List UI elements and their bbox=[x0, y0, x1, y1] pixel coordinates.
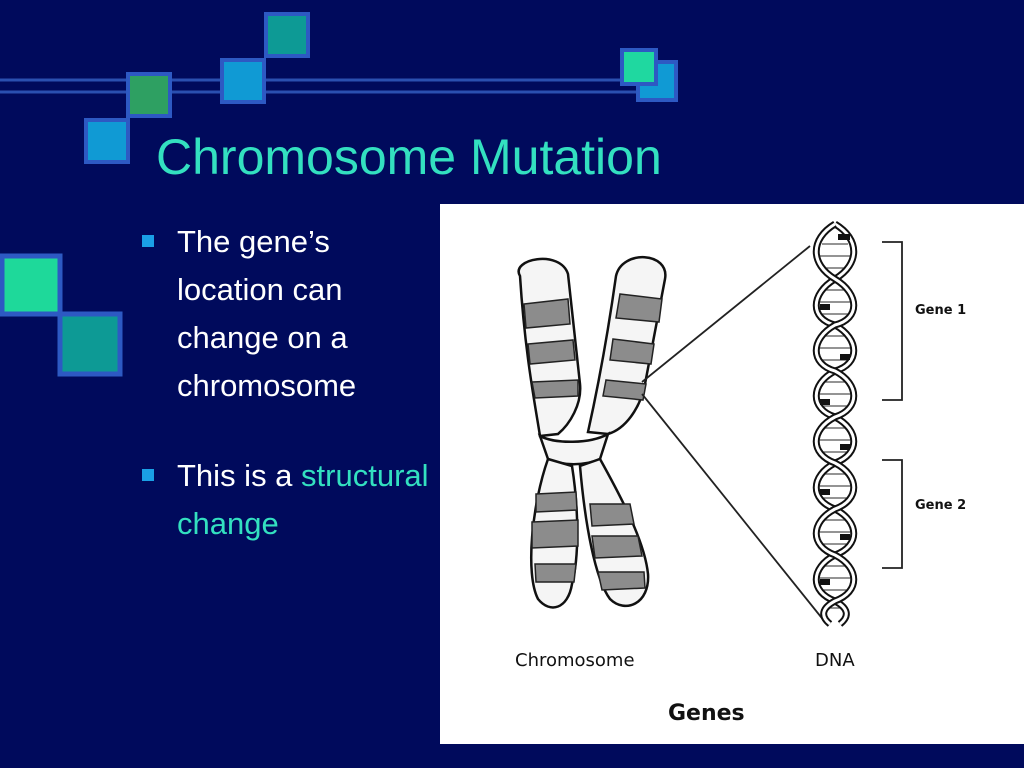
bullet-text-highlight: structural change bbox=[177, 458, 429, 541]
deco-square bbox=[84, 118, 130, 164]
deco-square bbox=[220, 58, 266, 104]
deco-square bbox=[57, 311, 123, 377]
deco-square bbox=[0, 253, 63, 317]
gene-2-label: Gene 2 bbox=[915, 498, 966, 513]
gene-2-bracket bbox=[882, 459, 903, 569]
chromosome-bands bbox=[523, 293, 663, 591]
deco-lines bbox=[0, 78, 640, 94]
slide-title: Chromosome Mutation bbox=[156, 129, 662, 185]
bullet-item: The gene’s location can change on a chro… bbox=[140, 218, 430, 410]
dna-dark-segments bbox=[820, 234, 850, 585]
bullet-square-icon bbox=[142, 469, 154, 481]
figure-caption: Genes bbox=[668, 701, 745, 726]
gene-1-bracket bbox=[882, 241, 903, 401]
dna-helix bbox=[812, 221, 858, 627]
chromosome-label: Chromosome bbox=[515, 650, 635, 671]
bullet-text: The gene’s location can change on a chro… bbox=[177, 224, 356, 403]
chromosome-dna-diagram: Gene 1 Gene 2 Chromosome DNA Genes bbox=[515, 221, 966, 726]
bullet-square-icon bbox=[142, 235, 154, 247]
bullet-item: This is a structural change bbox=[140, 452, 430, 548]
bullet-text: This is a structural change bbox=[177, 458, 429, 541]
chromosome-illustration bbox=[517, 255, 667, 609]
dna-strand-b-inner bbox=[814, 222, 856, 626]
dna-strand-a-inner bbox=[814, 222, 856, 626]
gene-1-label: Gene 1 bbox=[915, 303, 966, 318]
bullet-list: The gene’s location can change on a chro… bbox=[140, 218, 430, 590]
dna-label: DNA bbox=[815, 650, 855, 671]
genes-figure: Gene 1 Gene 2 Chromosome DNA Genes bbox=[440, 204, 1024, 744]
gene-brackets bbox=[882, 241, 903, 569]
deco-square bbox=[264, 12, 310, 58]
bullet-text-main: This is a bbox=[177, 458, 293, 493]
bullet-text-main: The gene’s location can change on a chro… bbox=[177, 224, 357, 403]
zoom-lines bbox=[641, 245, 826, 623]
deco-square bbox=[126, 72, 172, 118]
deco-square bbox=[620, 48, 658, 86]
